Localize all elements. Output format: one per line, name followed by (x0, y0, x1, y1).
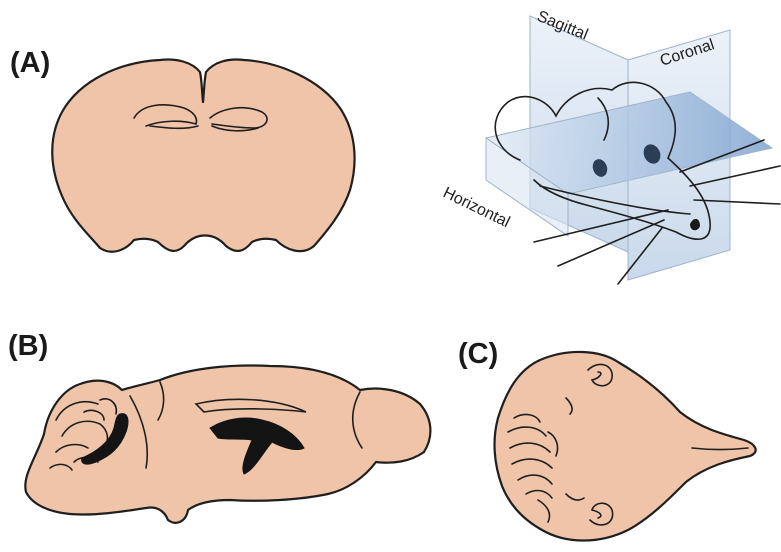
sagittal-section (25, 366, 430, 523)
coronal-outline (52, 60, 354, 252)
sagittal-outline (25, 366, 430, 523)
horizontal-outline (495, 352, 756, 541)
section-planes-diagram: Sagittal Coronal Horizontal (440, 8, 780, 284)
coronal-section (52, 60, 354, 252)
horizontal-plane-label: Horizontal (440, 184, 512, 231)
horizontal-section (495, 352, 756, 541)
